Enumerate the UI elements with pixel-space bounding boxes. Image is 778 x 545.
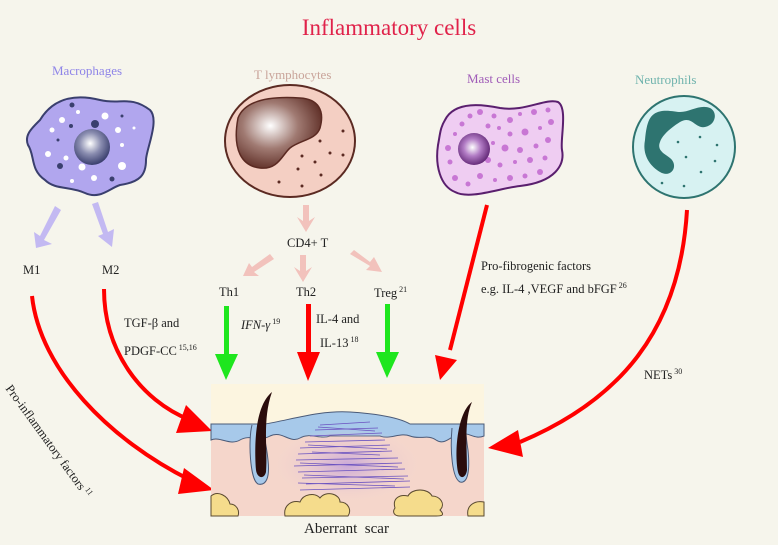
th2-factor-name: IL-13 xyxy=(320,336,349,350)
macrophages-label: Macrophages xyxy=(52,63,123,78)
fat-lobules xyxy=(210,489,485,517)
t-to-cd4-arrow xyxy=(297,205,315,232)
th2-factor-label-line1: IL-4 and xyxy=(316,312,360,326)
neutrophil-factor-name: NETs xyxy=(644,368,673,382)
th1-label: Th1 xyxy=(219,285,240,299)
neutrophil-factor-ref: 30 xyxy=(674,367,683,376)
t-lymphocyte-cell-icon xyxy=(224,84,356,198)
mast-factor-name: e.g. IL-4 ,VEGF and bFGF xyxy=(481,282,617,296)
mast-cells-label: Mast cells xyxy=(467,71,521,86)
aberrant-scar-illustration xyxy=(210,384,485,517)
m2-factor-label-line1: TGF-β and xyxy=(124,316,180,330)
m2-label: M2 xyxy=(102,263,120,277)
cd4-to-th1-arrow xyxy=(243,254,274,276)
th2-factor-ref: 18 xyxy=(350,335,359,344)
mast-cell-icon xyxy=(436,100,565,196)
neutrophil-to-scar-arrow xyxy=(488,209,689,457)
cd4-to-treg-arrow xyxy=(350,250,382,272)
cd4-to-th2-arrow xyxy=(294,255,312,282)
m2-to-scar-arrow xyxy=(102,288,212,433)
cd4-t-label: CD4+ T xyxy=(287,236,329,250)
mast-factor-ref: 26 xyxy=(618,281,627,290)
th1-to-scar-arrow xyxy=(215,306,238,380)
scar-label: Aberrant scar xyxy=(304,521,389,537)
macrophage-to-m2-arrow xyxy=(92,202,114,247)
treg-to-scar-arrow xyxy=(376,304,399,378)
m1-label: M1 xyxy=(23,263,41,277)
th2-label: Th2 xyxy=(296,285,317,299)
neutrophil-cell-icon xyxy=(632,95,736,199)
m2-factor-name: PDGF-CC xyxy=(124,344,177,358)
mast-to-scar-arrow xyxy=(435,204,489,380)
hair-follicle-right xyxy=(450,402,472,483)
th1-factor-name: IFN-γ xyxy=(241,318,271,332)
neutrophils-label: Neutrophils xyxy=(635,72,697,87)
th2-to-scar-arrow xyxy=(297,304,320,381)
m2-factor-ref: 15,16 xyxy=(178,343,197,352)
treg-ref: 21 xyxy=(399,285,408,294)
t-lymphocytes-label: T lymphocytes xyxy=(254,67,332,82)
macrophage-to-m1-arrow xyxy=(34,206,61,248)
treg-name: Treg xyxy=(374,286,398,300)
diagram-title: Inflammatory cells xyxy=(301,15,477,40)
macrophage-cell-icon xyxy=(26,96,155,197)
th1-factor-ref: 19 xyxy=(272,317,281,326)
m1-to-scar-arrow xyxy=(30,295,214,494)
mast-factor-label-line1: Pro-fibrogenic factors xyxy=(481,259,592,273)
collagen-fibers xyxy=(293,421,411,491)
hair-follicle-left xyxy=(249,392,272,485)
